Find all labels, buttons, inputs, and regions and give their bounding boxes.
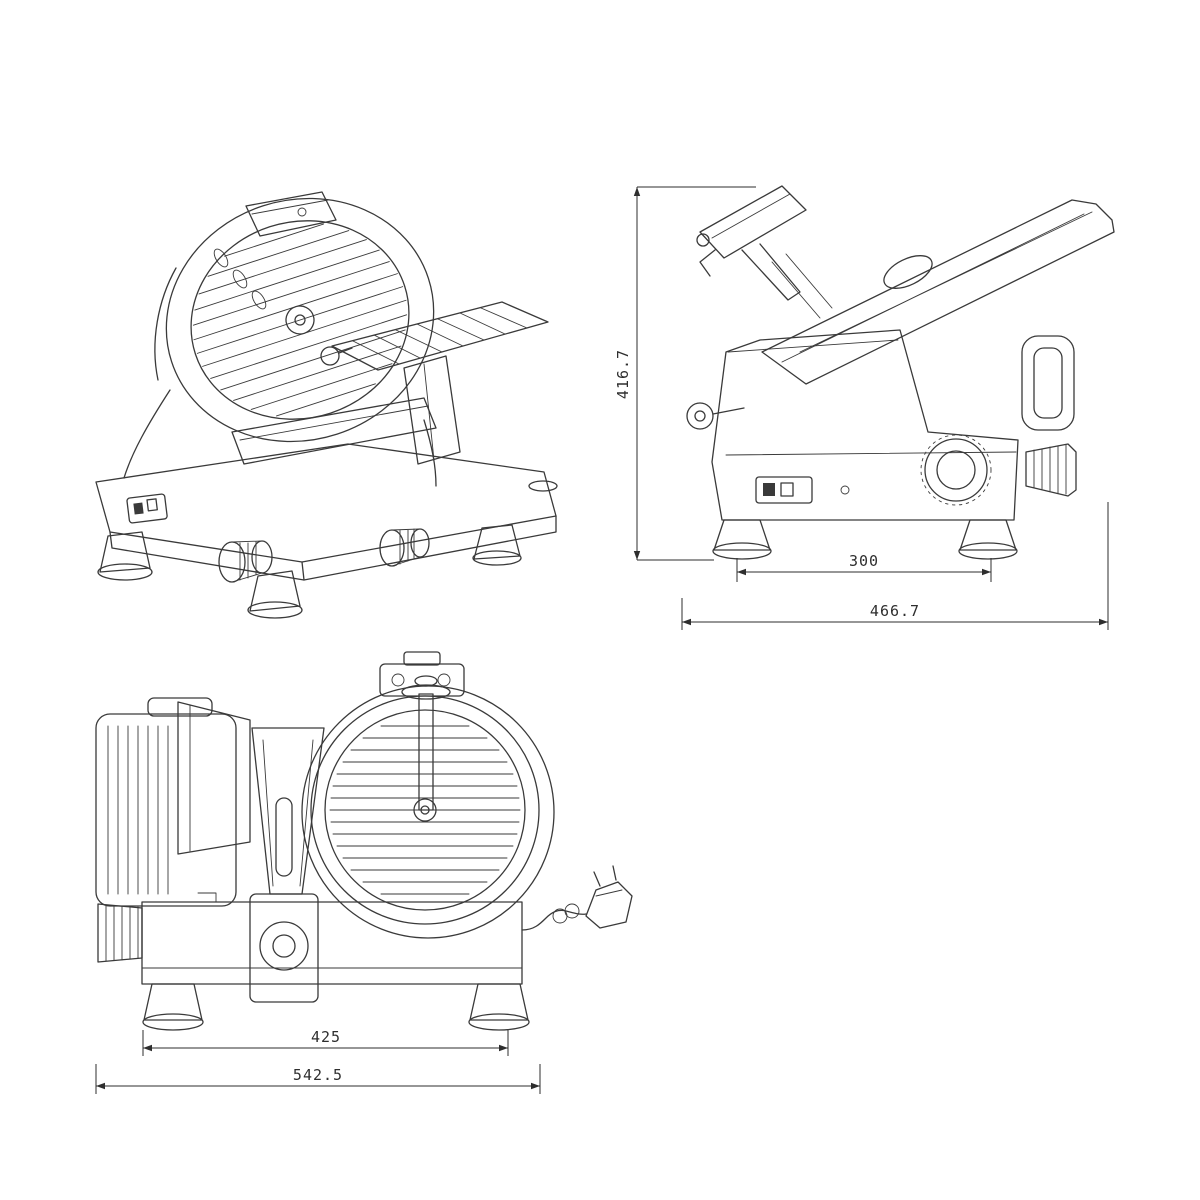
front-view [95,651,633,1031]
adjusting-dial [920,434,992,506]
power-switch [126,493,168,524]
dim-side-overall-width: 466.7 [870,602,920,620]
power-cord [521,865,633,931]
fixing-knob [379,528,430,567]
carry-handle [1021,335,1075,431]
dim-front-base-width: 425 [311,1028,341,1046]
feet [97,480,558,619]
dim-side-height: 416.7 [614,349,632,399]
dim-side-base-width: 300 [849,552,879,570]
side-view [686,185,1115,560]
isometric-view [95,191,558,619]
thickness-knob [218,540,273,583]
feet [142,983,530,1031]
feet [712,519,1018,560]
power-switch [755,476,850,504]
side-knob [1025,443,1077,497]
side-knob [97,903,143,963]
dimension-annotations: 416.7 300 466.7 425 542.5 [95,186,1109,1094]
dim-front-overall-width: 542.5 [293,1066,343,1084]
